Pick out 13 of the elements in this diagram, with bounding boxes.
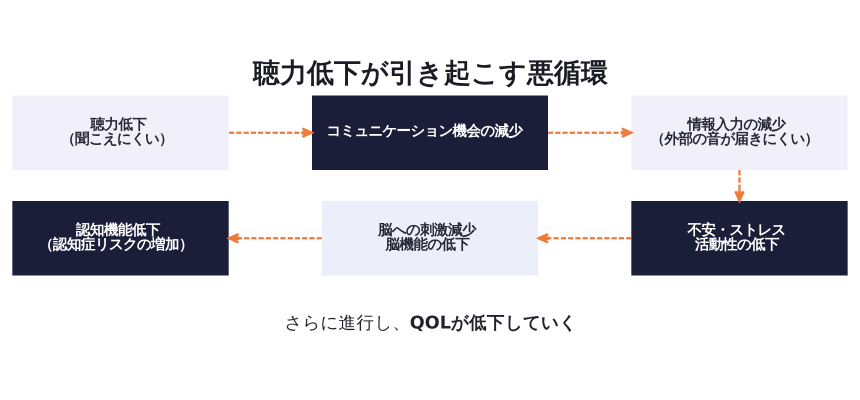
- node-box: 認知機能低下 （認知症リスクの増加）: [12, 200, 229, 276]
- node-box: 情報入力の減少 （外部の音が届きにくい）: [631, 94, 848, 170]
- node-box: 脳への刺激減少 脳機能の低下: [322, 200, 538, 276]
- node-box: コミュニケーション機会の減少: [312, 94, 548, 170]
- arrow: [537, 232, 632, 244]
- caption: さらに進行し、QOLが低下していく: [284, 312, 577, 333]
- arrow: [228, 232, 322, 244]
- arrow: [229, 126, 313, 138]
- node-box: 聴力低下 （聞こえにくい）: [12, 94, 229, 170]
- arrow: [734, 170, 745, 202]
- node-box: 不安・ストレス 活動性の低下: [631, 200, 848, 276]
- diagram-title: 聴力低下が引き起こす悪循環: [253, 57, 608, 88]
- arrow: [548, 126, 632, 138]
